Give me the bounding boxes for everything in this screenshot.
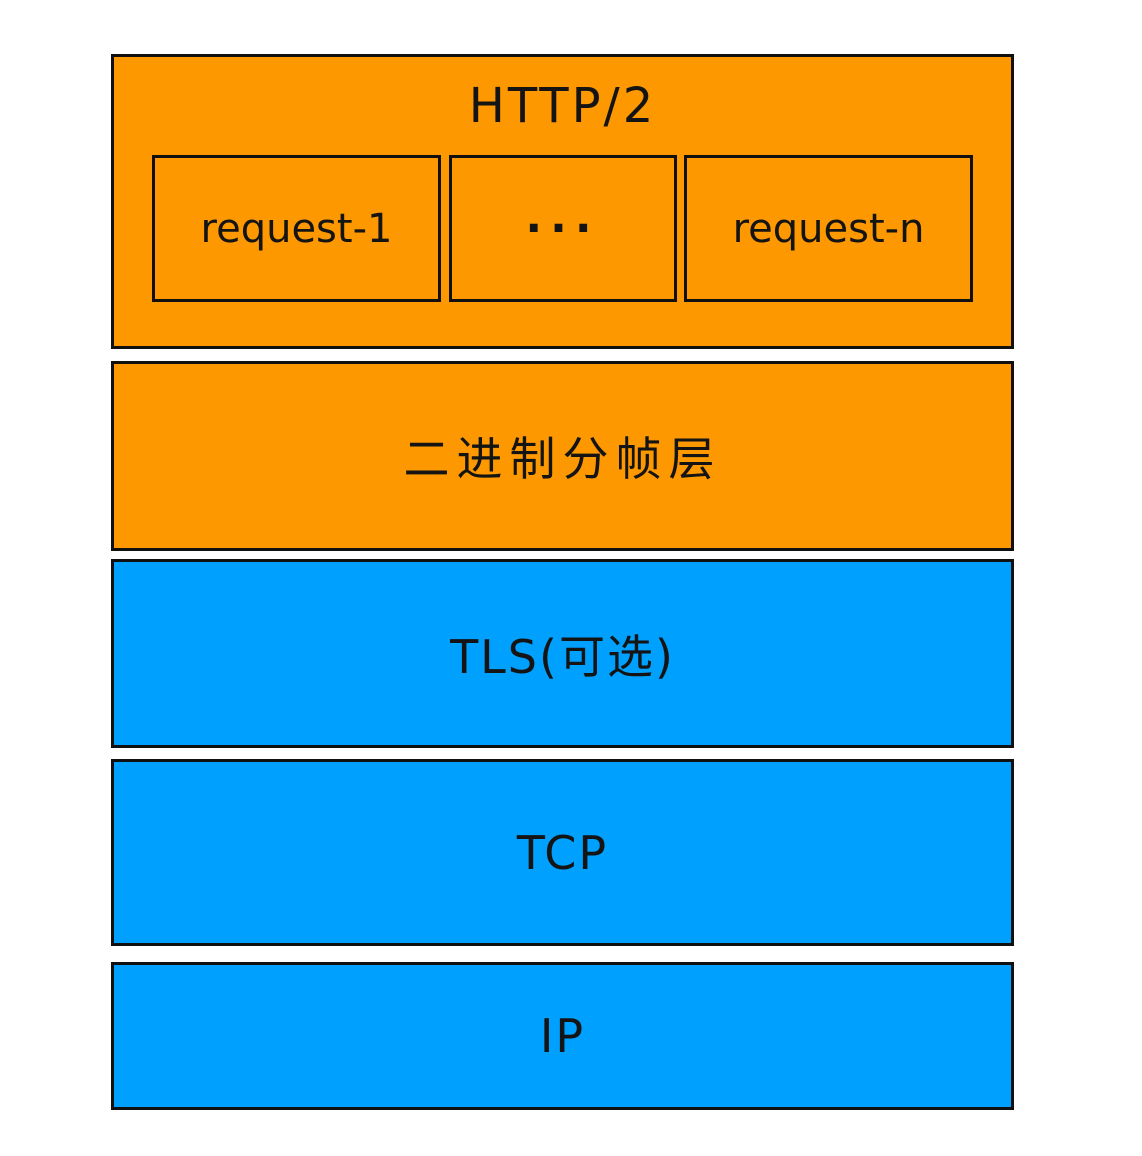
layer-tls: TLS(可选)	[111, 559, 1014, 748]
layer-binary-framing-label: 二进制分帧层	[403, 432, 722, 486]
request-ellipsis-label: ···	[525, 203, 600, 254]
layer-tcp-label: TCP	[516, 825, 609, 880]
request-1-box: request-1	[152, 155, 441, 302]
request-1-label: request-1	[200, 205, 393, 252]
request-row: request-1 ··· request-n	[114, 155, 1011, 302]
request-n-label: request-n	[732, 205, 925, 252]
layer-binary-framing: 二进制分帧层	[111, 361, 1014, 551]
layer-http2: HTTP/2 request-1 ··· request-n	[111, 54, 1014, 349]
layer-tcp: TCP	[111, 759, 1014, 946]
layer-ip-label: IP	[539, 1009, 586, 1063]
layer-ip: IP	[111, 962, 1014, 1110]
request-n-box: request-n	[684, 155, 973, 302]
request-ellipsis-box: ···	[448, 155, 677, 302]
layer-http2-label: HTTP/2	[468, 78, 657, 134]
layer-tls-label: TLS(可选)	[450, 629, 675, 684]
